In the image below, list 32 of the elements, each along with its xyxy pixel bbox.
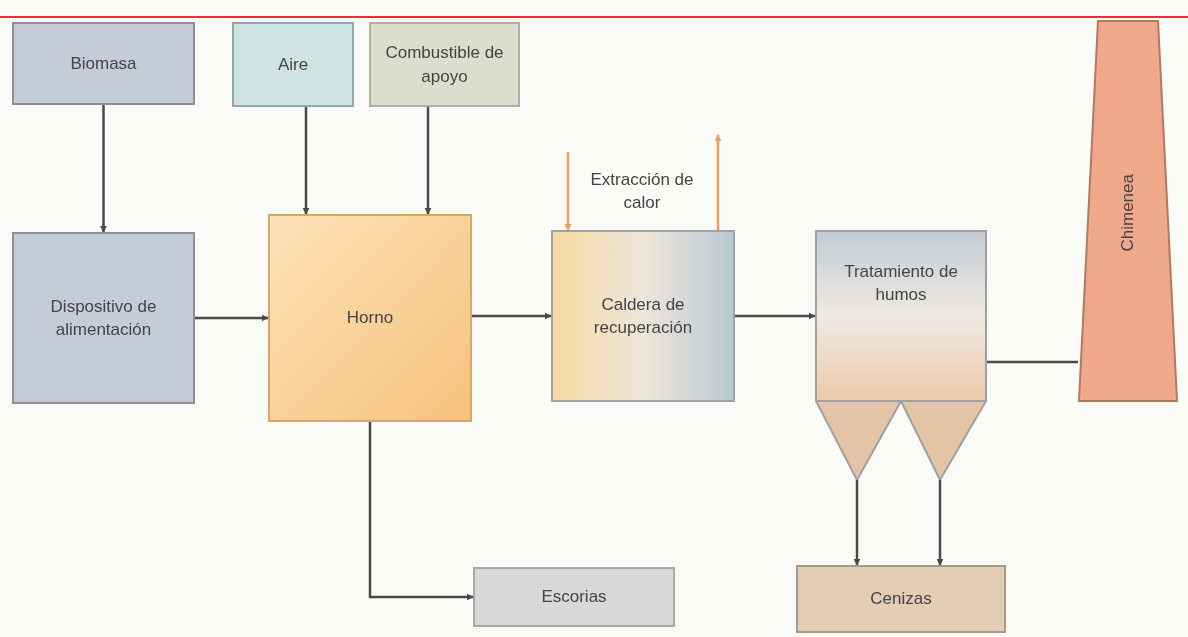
process-box: [551, 230, 735, 402]
node-label: Caldera de recuperación: [592, 293, 694, 339]
process-box: [369, 22, 520, 107]
node-label: Biomasa: [70, 52, 137, 75]
node-label: Horno: [346, 307, 394, 330]
hopper-filter-unit: [815, 230, 987, 480]
arrow: [714, 134, 722, 230]
arrow: [100, 105, 107, 233]
node-label: Tratamiento de humos: [843, 261, 959, 307]
arrow: [195, 314, 269, 322]
node-label: Combustible de apoyo: [384, 42, 505, 88]
arrow: [936, 480, 944, 566]
process-box: [796, 565, 1006, 633]
process-box: [12, 22, 195, 105]
chimney: [1078, 20, 1178, 402]
arrow: [853, 480, 861, 566]
node-label: Cenizas: [870, 588, 932, 611]
connector-line: [987, 360, 1078, 364]
arrow: [472, 312, 552, 320]
arrow: [564, 152, 572, 231]
process-box: [232, 22, 354, 107]
arrow: [302, 107, 310, 215]
node-label: Aire: [277, 53, 309, 76]
arrow: [735, 312, 816, 320]
node-label: Escorias: [541, 586, 607, 609]
arrow: [368, 422, 474, 601]
arrow: [424, 107, 432, 215]
process-box: [268, 214, 472, 422]
node-label: Chimenea: [1117, 174, 1139, 252]
process-box: [473, 567, 675, 627]
process-box: [12, 232, 195, 404]
node-label: Dispositivo de alimentación: [49, 295, 158, 341]
